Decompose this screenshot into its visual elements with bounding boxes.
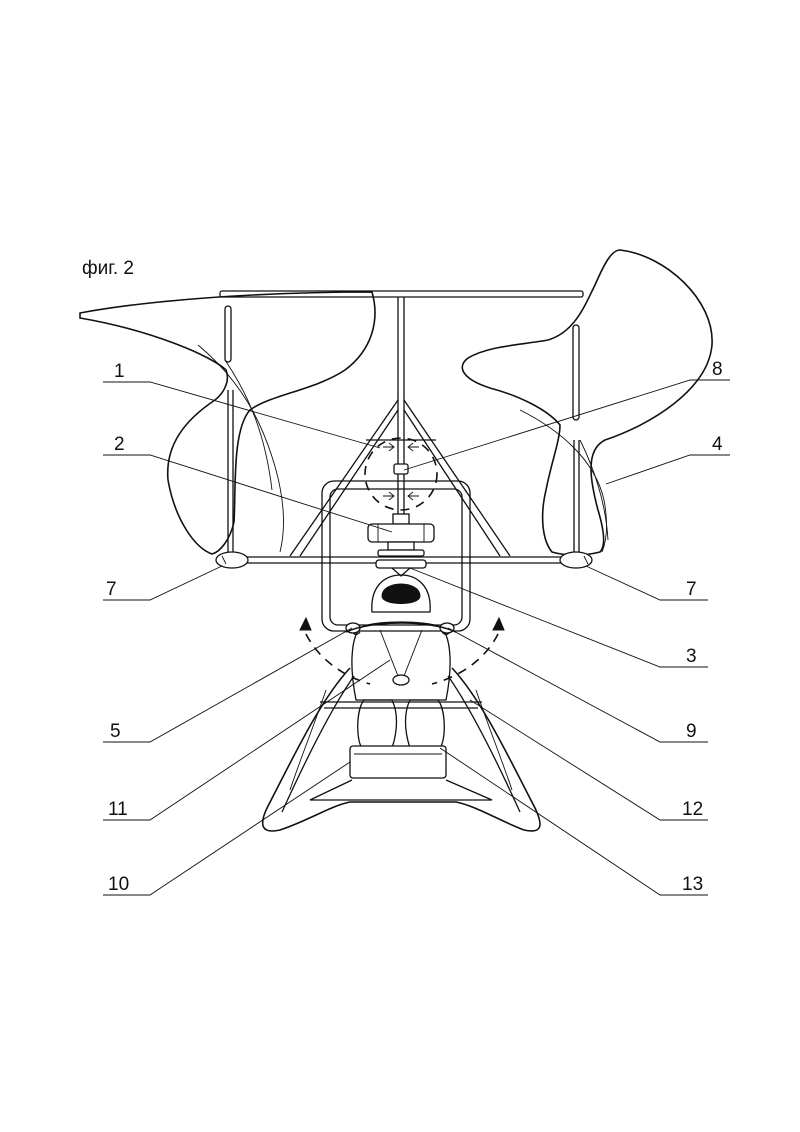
- pilot-frame: [321, 480, 471, 632]
- undercarriage: [261, 667, 541, 832]
- figure-title: фиг. 2: [82, 258, 134, 279]
- control-handlebar: [345, 622, 457, 633]
- hub-rotation-circle: [364, 437, 438, 511]
- label-10: 10: [108, 874, 129, 895]
- seat: [349, 745, 447, 779]
- leader-lines: [103, 379, 730, 896]
- label-12: 12: [682, 799, 703, 820]
- label-8: 8: [712, 359, 723, 380]
- pilot-figure: [345, 574, 455, 749]
- left-helical-blade: [79, 291, 376, 556]
- central-mast: [289, 297, 511, 557]
- label-2: 2: [114, 434, 125, 455]
- joint-unit: [375, 559, 427, 577]
- label-3: 3: [686, 646, 697, 667]
- label-9: 9: [686, 721, 697, 742]
- right-helical-blade: [461, 249, 713, 556]
- reference-numerals: 1 2 3 4 5 7 7 8 9 10 11 12 13: [106, 359, 723, 895]
- left-nacelle: [215, 551, 249, 569]
- label-7-right: 7: [686, 579, 697, 600]
- label-13: 13: [682, 874, 703, 895]
- label-1: 1: [114, 361, 125, 382]
- label-7-left: 7: [106, 579, 117, 600]
- swing-arcs: [299, 616, 505, 685]
- label-5: 5: [110, 721, 121, 742]
- label-11: 11: [108, 799, 128, 820]
- engine-unit: [367, 513, 435, 557]
- right-nacelle: [559, 551, 593, 569]
- label-4: 4: [712, 434, 723, 455]
